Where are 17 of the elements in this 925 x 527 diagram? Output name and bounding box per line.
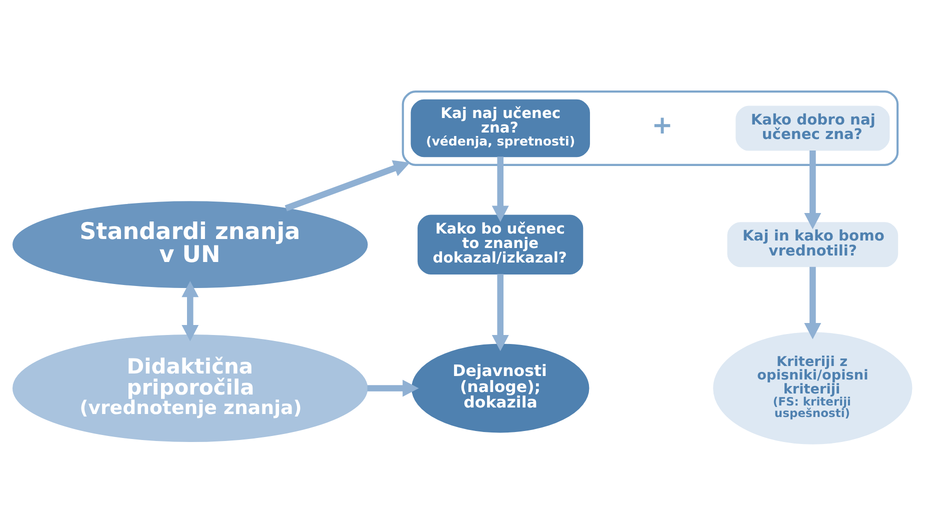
node-box: Kaj naj učenec zna? (védenja, spretnosti)	[410, 99, 590, 158]
node-box: Kaj in kako bomo vrednotili?	[727, 222, 898, 268]
node-ellipse: Didaktična priporočila (vrednotenje znanja)	[12, 334, 368, 442]
cluster	[402, 90, 899, 166]
node-ellipse: Standardi znanja v UN	[12, 201, 368, 288]
node-ellipse: Dejavnosti (naloge); dokazila	[412, 344, 590, 433]
arrow	[804, 150, 822, 230]
arrow	[492, 156, 509, 222]
label: +	[652, 110, 673, 140]
node-box: Kako bo učenec to znanje dokazal/izkazal?	[418, 214, 584, 274]
node-box: Kako dobro naj učenec zna?	[736, 106, 890, 151]
arrow	[367, 380, 419, 397]
arrow	[804, 266, 822, 340]
arrow	[182, 280, 199, 342]
arrow	[284, 160, 410, 212]
arrow	[492, 274, 509, 352]
node-ellipse: Kriteriji z opisniki/opisni kriteriji (FS: kriteriji uspešnosti)	[713, 332, 912, 444]
